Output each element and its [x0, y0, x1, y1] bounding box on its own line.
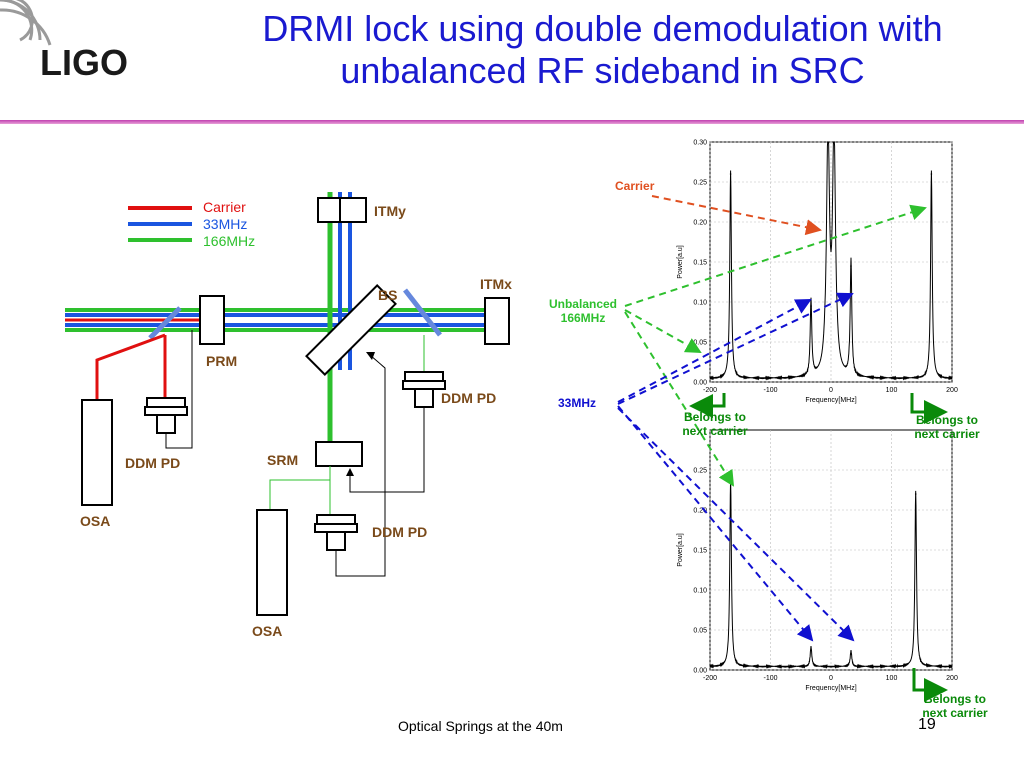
chart-2-xtick: -100 — [763, 675, 777, 682]
title-divider — [0, 120, 1024, 124]
chart-2-spectrum-line — [709, 478, 953, 670]
itmx-mirror — [484, 297, 510, 345]
chart-2-ylabel: Power[a.u] — [677, 533, 684, 567]
chart-1-ylabel: Power[a.u] — [677, 245, 684, 279]
label-ddm-pd-right: DDM PD — [441, 390, 497, 406]
chart-1-ytick: 0.30 — [693, 140, 707, 147]
legend-33mhz: 33MHz — [203, 216, 248, 232]
belongs-label-1-line1: Belongs to — [684, 410, 746, 424]
beam-splitter — [305, 284, 397, 376]
chart-2-ytick: 0.05 — [693, 628, 707, 635]
title-line-1: DRMI lock using double demodulation with — [262, 8, 943, 49]
chart-1-ytick: 0.20 — [693, 220, 707, 227]
annotation-unbalanced-line2: 166MHz — [560, 311, 606, 325]
label-prm: PRM — [206, 353, 238, 369]
chart-1-peak — [850, 265, 852, 267]
chart-1-xtick: -200 — [703, 387, 717, 394]
chart-1-ytick: 0.15 — [693, 260, 707, 267]
chart-1-spectrum-line — [709, 141, 953, 381]
prm-mirror — [199, 295, 225, 345]
spectrum-charts: -200 -100 0 100 200 0.00 0.05 0.10 0.15 0.20 0.25 0… — [677, 140, 958, 693]
chart-1-xlabel: Frequency[MHz] — [805, 397, 856, 404]
label-itmy: ITMy — [374, 203, 406, 219]
chart-2-peak — [914, 493, 917, 495]
annotation-33mhz: 33MHz — [558, 396, 597, 410]
chart-2-xlabel: Frequency[MHz] — [805, 685, 856, 692]
chart-2-xtick: 100 — [886, 675, 898, 682]
chart-2-peak — [810, 649, 812, 651]
belongs-label-2-line1: Belongs to — [916, 413, 978, 427]
chart-2-ytick: 0.15 — [693, 548, 707, 555]
ligo-logo: LIGO — [0, 0, 128, 83]
pickoff-left — [148, 306, 182, 340]
itmy-mirror — [317, 197, 367, 223]
chart-1-ytick: 0.10 — [693, 300, 707, 307]
annotation-unbalanced-line1: Unbalanced — [548, 297, 617, 311]
chart-1-ytick: 0.25 — [693, 180, 707, 187]
chart-1-peak — [729, 173, 732, 175]
chart-1-xtick: 0 — [829, 387, 833, 394]
chart-1-peak — [833, 141, 835, 143]
chart-1-xtick: 200 — [946, 387, 958, 394]
chart-1-ytick: 0.00 — [693, 380, 707, 387]
belongs-label-3: Belongs to next carrier — [910, 692, 1000, 720]
pickoff-right — [403, 288, 442, 337]
label-osa-bottom: OSA — [252, 623, 283, 639]
osa-bottom — [256, 509, 288, 616]
label-srm: SRM — [267, 452, 299, 468]
belongs-label-1-line2: next carrier — [682, 424, 748, 438]
chart-1-peak — [930, 173, 933, 175]
legend-166mhz: 166MHz — [203, 233, 256, 249]
belongs-label-2: Belongs to next carrier — [902, 413, 992, 441]
belongs-label-1: Belongs to next carrier — [670, 410, 760, 438]
chart-2-xtick: 0 — [829, 675, 833, 682]
chart-2-ytick: 0.20 — [693, 508, 707, 515]
belongs-label-3-line1: Belongs to — [924, 692, 986, 706]
page-number: 19 — [918, 716, 936, 733]
chart-2-ytick: 0.10 — [693, 588, 707, 595]
osa-left — [81, 399, 113, 506]
annotation-carrier: Carrier — [615, 179, 655, 193]
label-itmx: ITMx — [480, 276, 512, 292]
chart-2-ytick: 0.00 — [693, 668, 707, 675]
belongs-label-3-line2: next carrier — [922, 706, 988, 720]
label-ddm-pd-bottom: DDM PD — [372, 524, 428, 540]
label-bs: BS — [378, 287, 398, 303]
footer-text: Optical Springs at the 40m — [398, 718, 563, 734]
optical-layout-diagram — [65, 192, 510, 616]
chart-2-xtick: -200 — [703, 675, 717, 682]
chart-2-xtick: 200 — [946, 675, 958, 682]
slide-title: DRMI lock using double demodulation with… — [185, 8, 1020, 92]
chart-2-peak — [850, 653, 852, 655]
chart-2-ytick: 0.25 — [693, 468, 707, 475]
srm-mirror — [315, 441, 363, 467]
label-osa-left: OSA — [80, 513, 111, 529]
chart-1-peak — [827, 141, 829, 143]
label-ddm-pd-left: DDM PD — [125, 455, 181, 471]
logo-text: LIGO — [40, 42, 128, 83]
chart-1-xtick: -100 — [763, 387, 777, 394]
belongs-label-2-line2: next carrier — [914, 427, 980, 441]
chart-1-xtick: 100 — [886, 387, 898, 394]
annotation-unbalanced: Unbalanced 166MHz — [538, 297, 628, 325]
legend-carrier: Carrier — [203, 199, 246, 215]
title-line-2: unbalanced RF sideband in SRC — [340, 50, 865, 91]
